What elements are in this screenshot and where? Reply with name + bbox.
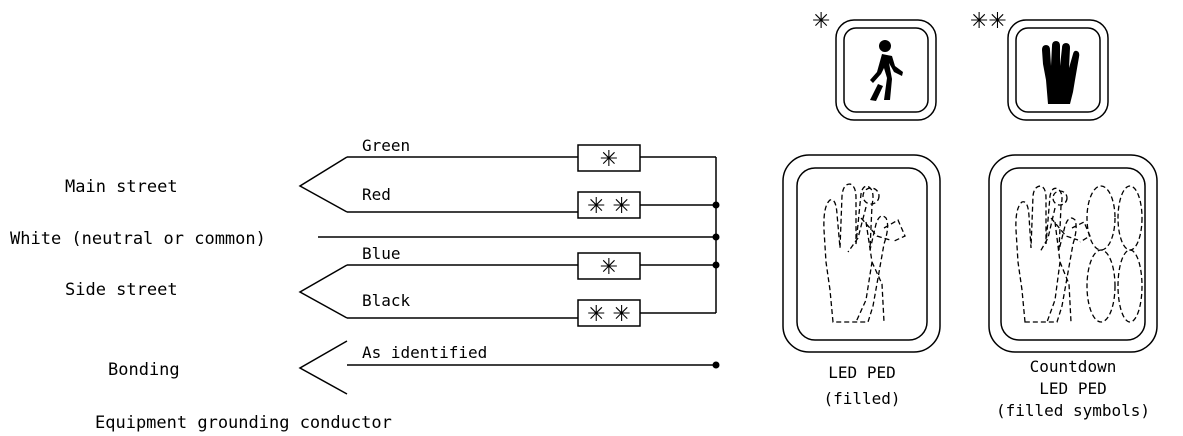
junction-dot [712,201,720,209]
bonding-chevron [298,340,348,395]
walk-signal-mark: ✳ [812,9,830,34]
green-wire-label: Green [362,136,410,155]
as-identified-label: As identified [362,343,487,362]
red-wire-label: Red [362,185,391,204]
countdown-digits-icon [1086,185,1143,323]
main-street-chevron [298,156,348,213]
countdown-title: Countdown [1030,357,1117,376]
led-ped-subtitle: (filled) [823,389,900,408]
junction-dot [712,233,720,241]
dont-walk-signal-mark: ✳✳ [970,9,1007,34]
label-white-neutral: White (neutral or common) [10,229,266,249]
countdown-note: (filled symbols) [996,401,1150,420]
led-ped-title: LED PED [828,363,895,382]
walk-box-mark-side: ✳ [600,255,618,280]
countdown-subtitle: LED PED [1039,379,1106,398]
walk-indication-box-main [577,144,641,172]
label-side-street: Side street [65,280,178,300]
blue-wire-label: Blue [362,244,401,263]
side-street-chevron [298,264,348,319]
junction-dot [712,261,720,269]
label-bonding: Bonding [108,360,180,380]
walk-indication-box-side [577,252,641,280]
overlaid-hand-person-icon [823,183,906,323]
dont-walk-indication-box-main [577,191,641,219]
raised-hand-icon [1042,41,1080,104]
dont-walk-box-mark-main: ✳ ✳ [587,194,631,219]
walking-person-icon [870,40,903,101]
dont-walk-box-mark-side: ✳ ✳ [587,302,631,327]
black-wire-label: Black [362,291,411,310]
walk-box-mark-main: ✳ [600,147,618,172]
label-main-street: Main street [65,177,178,197]
junction-dot [712,361,720,369]
countdown-hand-person-icon [1015,185,1091,323]
label-equipment-grounding: Equipment grounding conductor [95,413,392,433]
